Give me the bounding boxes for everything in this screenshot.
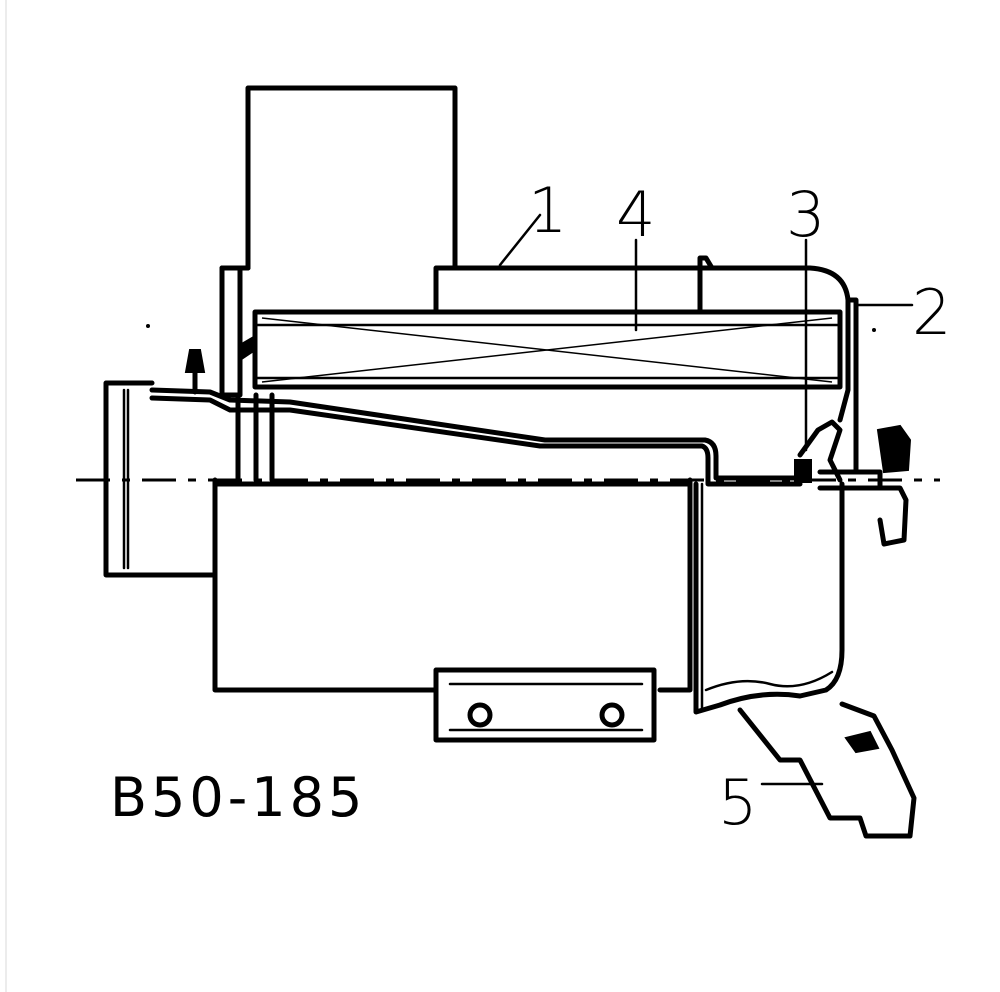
- callout-4: 4: [616, 178, 655, 251]
- filter-end-seal: [239, 336, 253, 362]
- mounting-bracket-inner: [448, 682, 644, 732]
- bracket-hole-right: [599, 702, 625, 728]
- figure-code: B50-185: [110, 766, 366, 829]
- inner-duct-upper: [149, 387, 803, 481]
- drain-valve: [797, 419, 843, 483]
- speck-a: [146, 324, 150, 328]
- leader-1: [498, 213, 542, 267]
- speck-b: [872, 328, 876, 332]
- drain-spout: [737, 701, 917, 839]
- callout-1: 1: [528, 174, 567, 247]
- chimney-base-step: [219, 265, 458, 315]
- support-post-a: [235, 392, 275, 483]
- cleaner-knob-lower: [877, 485, 909, 547]
- oil-cup-break: [704, 670, 834, 692]
- intake-chimney: [245, 85, 458, 271]
- filter-element: [252, 309, 843, 390]
- valve-link: [817, 469, 883, 491]
- inner-duct-lower: [149, 395, 803, 487]
- valve-body: [794, 459, 812, 483]
- housing-flange-left: [219, 265, 243, 398]
- oil-cup: [693, 481, 845, 715]
- inlet-tube: [103, 380, 218, 578]
- inlet-fitting: [184, 349, 206, 373]
- upper-housing: [452, 265, 851, 423]
- callout-5: 5: [718, 766, 757, 839]
- mounting-bracket: [433, 667, 657, 743]
- filter-cross-b: [261, 317, 833, 383]
- housing-outer-right: [845, 297, 859, 473]
- bracket-hole-left: [467, 702, 493, 728]
- top-clip: [697, 255, 715, 313]
- cleaner-knob: [876, 424, 912, 474]
- lower-body: [212, 477, 693, 693]
- drain-spout-hatch: [844, 730, 880, 754]
- callout-2: 2: [912, 276, 951, 349]
- callout-3: 3: [786, 178, 825, 251]
